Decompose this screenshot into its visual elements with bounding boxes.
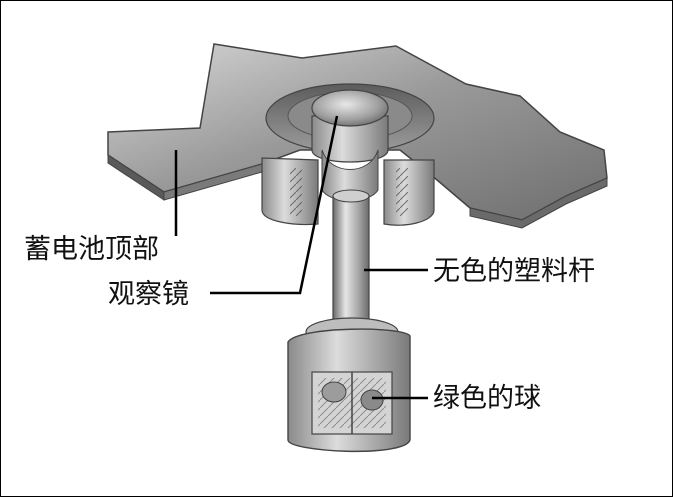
label-sight-glass: 观察镜 xyxy=(108,281,189,308)
label-plastic-rod: 无色的塑料杆 xyxy=(433,258,595,285)
ball-cage xyxy=(288,318,410,451)
label-green-ball: 绿色的球 xyxy=(433,385,541,412)
label-battery-top: 蓄电池顶部 xyxy=(24,236,159,263)
plastic-rod xyxy=(333,190,369,336)
